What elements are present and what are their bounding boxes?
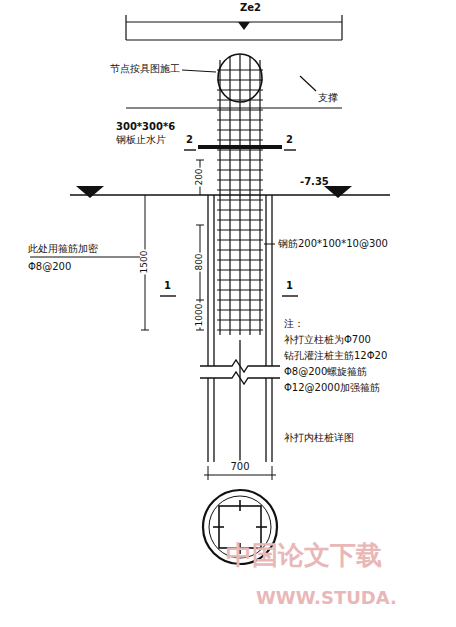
stirrup [217, 249, 263, 250]
annotation: -7.35 [300, 176, 329, 187]
stirrup [217, 229, 263, 230]
stirrup [217, 219, 263, 220]
dimension-text: 1000 [195, 303, 205, 328]
annotation: 1 [164, 280, 171, 291]
stirrup [217, 209, 263, 210]
annotation: 补打内柱桩详图 [284, 432, 354, 443]
dimension-text: 200 [195, 167, 205, 186]
pile [200, 195, 280, 462]
level-symbol [324, 186, 352, 198]
stirrup [217, 299, 263, 300]
stirrup [217, 239, 263, 240]
annotation: 节点按具图施工 [110, 63, 180, 74]
stirrup [217, 279, 263, 280]
stirrup [217, 329, 263, 330]
stirrup [217, 189, 263, 190]
stirrup [217, 269, 263, 270]
annotation: Φ12@2000加强箍筋 [284, 382, 380, 393]
annotation: 补打立柱桩为Φ700 [284, 334, 371, 345]
dimension-lines [30, 70, 276, 480]
annotation: Ze2 [240, 2, 261, 13]
support-beam [126, 15, 342, 108]
stirrup [217, 149, 263, 150]
annotation: 钻孔灌注桩主筋12Φ20 [284, 350, 387, 361]
stirrup [217, 129, 263, 130]
stirrup [217, 99, 263, 100]
stirrup [217, 119, 263, 120]
level-symbol [76, 186, 104, 198]
stirrup [217, 309, 263, 310]
annotation: 2 [186, 134, 193, 145]
stirrup [217, 79, 263, 80]
stirrup [217, 69, 263, 70]
water-stop-plate [198, 145, 282, 149]
watermark: WWW.STUDA. [256, 588, 397, 608]
stirrup [217, 139, 263, 140]
annotation: 注： [284, 318, 304, 329]
stirrup [217, 109, 263, 110]
dimension-text: 800 [195, 252, 205, 271]
annotation: 700 [229, 461, 250, 472]
annotation: 钢板止水片 [116, 134, 166, 145]
stirrup [217, 199, 263, 200]
annotation: 300*300*6 [116, 121, 175, 132]
stirrup [217, 169, 263, 170]
stirrup [217, 179, 263, 180]
annotation: 此处用箍筋加密 [28, 243, 98, 254]
elevation-mark [238, 22, 250, 30]
annotation: 1 [286, 280, 293, 291]
annotation: 钢筋200*100*10@300 [278, 238, 388, 249]
annotation: 2 [286, 134, 293, 145]
stirrup [217, 89, 263, 90]
stirrup [217, 259, 263, 260]
annotation: 支撑 [318, 92, 338, 103]
stirrup [217, 289, 263, 290]
stirrup [217, 159, 263, 160]
stirrup [217, 319, 263, 320]
section-marks [160, 150, 298, 296]
annotation: Φ8@200螺旋箍筋 [284, 366, 367, 377]
dimension-text: 1500 [140, 250, 150, 275]
watermark: 中国论文下载 [226, 541, 382, 570]
annotation: Φ8@200 [28, 261, 71, 272]
